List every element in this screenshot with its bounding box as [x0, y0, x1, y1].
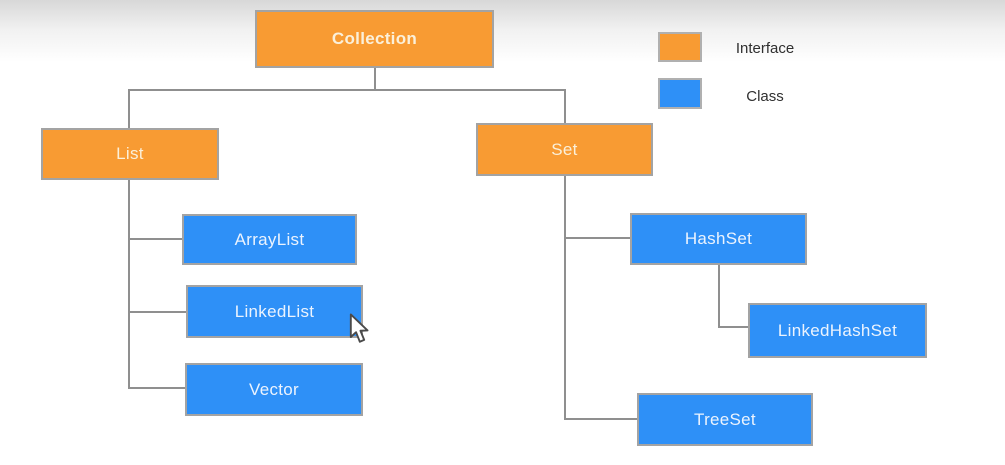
- connector-to-set: [564, 89, 566, 123]
- connector-to-hashset: [566, 237, 630, 239]
- node-linkedlist-label: LinkedList: [234, 301, 315, 321]
- mouse-cursor-icon: [349, 313, 369, 343]
- node-vector: Vector: [185, 363, 363, 416]
- connector-collection-trunk: [374, 68, 376, 91]
- connector-to-linkedhashset: [718, 326, 748, 328]
- connector-hashset-drop: [718, 265, 720, 328]
- legend-interface-label: Interface: [735, 40, 795, 57]
- node-treeset-label: TreeSet: [694, 409, 756, 429]
- node-linkedlist: LinkedList: [186, 285, 363, 338]
- node-collection: Collection: [255, 10, 494, 68]
- legend-class-swatch: [658, 78, 702, 109]
- node-set: Set: [476, 123, 653, 176]
- node-arraylist-label: ArrayList: [234, 229, 305, 249]
- connector-to-linkedlist: [130, 311, 186, 313]
- connector-list-spine: [128, 180, 130, 389]
- node-treeset: TreeSet: [637, 393, 813, 446]
- node-hashset-label: HashSet: [684, 229, 753, 248]
- node-vector-label: Vector: [249, 379, 299, 399]
- legend-class-label: Class: [746, 88, 784, 105]
- node-hashset: HashSet: [630, 213, 807, 265]
- connector-trunk-horizontal: [128, 89, 566, 91]
- node-list-label: List: [116, 144, 144, 163]
- node-arraylist: ArrayList: [182, 214, 357, 265]
- node-collection-label: Collection: [331, 29, 418, 48]
- node-set-label: Set: [551, 139, 578, 159]
- node-linkedhashset: LinkedHashSet: [748, 303, 927, 358]
- legend-interface-swatch: [658, 32, 702, 62]
- connector-to-list: [128, 89, 130, 128]
- connector-to-arraylist: [130, 238, 182, 240]
- connector-to-vector: [130, 387, 185, 389]
- node-linkedhashset-label: LinkedHashSet: [777, 320, 898, 340]
- node-list: List: [41, 128, 219, 180]
- connector-to-treeset: [566, 418, 637, 420]
- connector-set-spine: [564, 176, 566, 420]
